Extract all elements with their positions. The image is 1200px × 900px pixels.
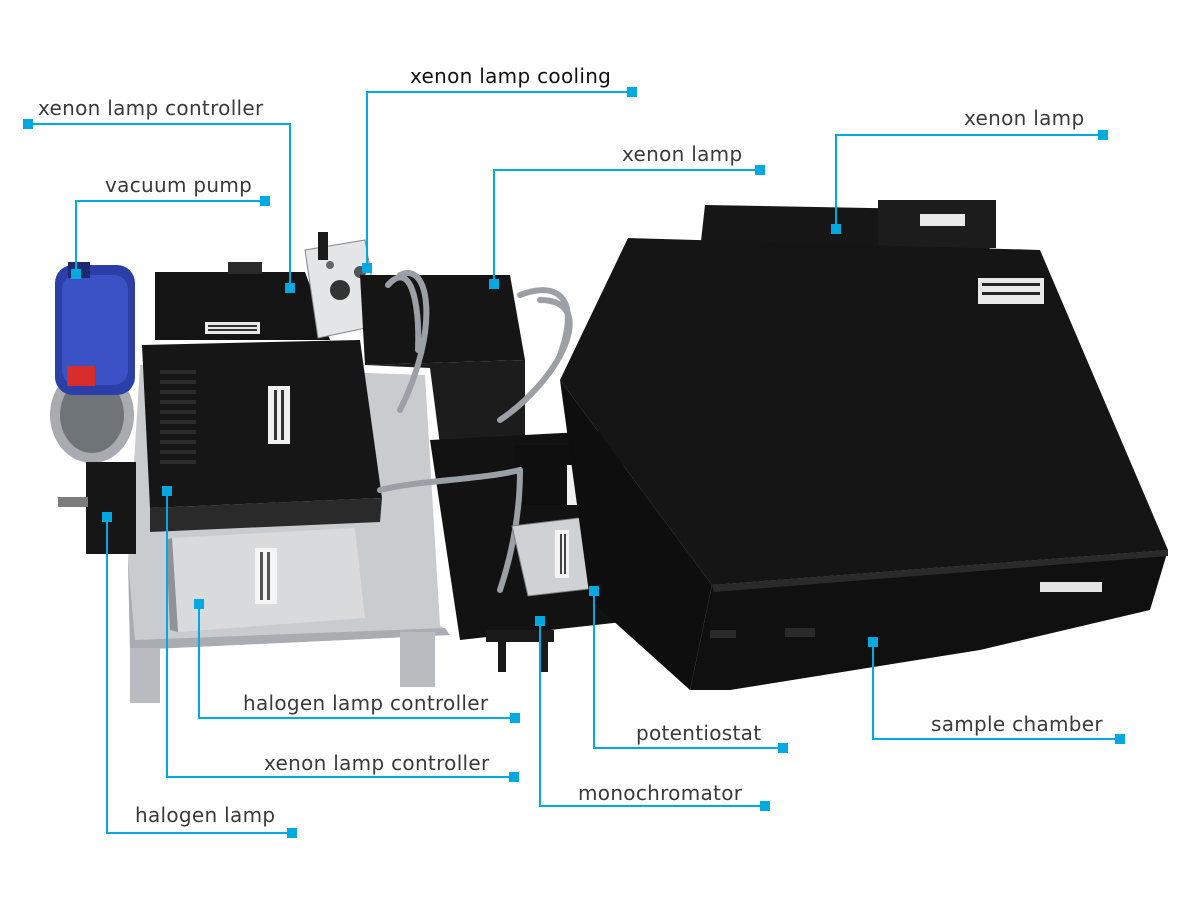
marker-monochromator-object <box>535 616 545 626</box>
halogen-lamp-shape <box>86 462 136 554</box>
vacuum-pump-shape <box>50 262 135 463</box>
leader-xenon-lamp-controller-top <box>28 123 291 288</box>
marker-sample-chamber-object <box>868 637 878 647</box>
leader-halogen-lamp <box>106 517 292 834</box>
xenon-housing-right-shape <box>700 200 996 250</box>
optical-posts <box>486 630 554 672</box>
label-xenon-lamp-controller-bottom: xenon lamp controller <box>264 751 490 775</box>
label-xenon-lamp-controller-top: xenon lamp controller <box>38 96 264 120</box>
leader-halogen-lamp-controller <box>198 604 515 719</box>
marker-controller-bottom-object <box>162 486 172 496</box>
label-monochromator: monochromator <box>578 781 743 805</box>
marker-xenon-left-object <box>489 279 499 289</box>
sample-chamber-shape <box>560 238 1168 690</box>
marker-potentiostat-object <box>589 586 599 596</box>
xenon-cooling-shape <box>304 232 381 339</box>
leader-monochromator <box>539 621 765 807</box>
leader-xenon-lamp-right <box>835 134 1103 229</box>
marker-vacuum-pump-object <box>71 269 81 279</box>
label-xenon-lamp-right: xenon lamp <box>964 106 1085 130</box>
xenon-controller-lower-shape <box>142 340 382 532</box>
leader-potentiostat <box>593 591 783 749</box>
leader-xenon-lamp-cooling <box>366 91 632 268</box>
label-vacuum-pump: vacuum pump <box>105 173 253 197</box>
cooling-tubes <box>377 270 573 593</box>
leader-sample-chamber <box>872 642 1120 740</box>
marker-cooling-object <box>362 263 372 273</box>
leader-vacuum-pump <box>75 200 265 274</box>
halogen-controller-shape <box>166 528 365 632</box>
label-halogen-lamp: halogen lamp <box>135 803 276 827</box>
marker-controller-top-object <box>285 283 295 293</box>
label-sample-chamber: sample chamber <box>931 712 1103 736</box>
leader-xenon-lamp-controller-bottom <box>166 491 514 778</box>
marker-halogen-controller-object <box>194 599 204 609</box>
label-halogen-lamp-controller: halogen lamp controller <box>243 691 489 715</box>
marker-halogen-lamp-object <box>102 512 112 522</box>
marker-xenon-right-object <box>831 224 841 234</box>
label-xenon-lamp-cooling: xenon lamp cooling <box>410 64 612 88</box>
label-xenon-lamp-left: xenon lamp <box>622 142 743 166</box>
leader-xenon-lamp-left <box>493 169 760 284</box>
label-potentiostat: potentiostat <box>636 721 762 745</box>
